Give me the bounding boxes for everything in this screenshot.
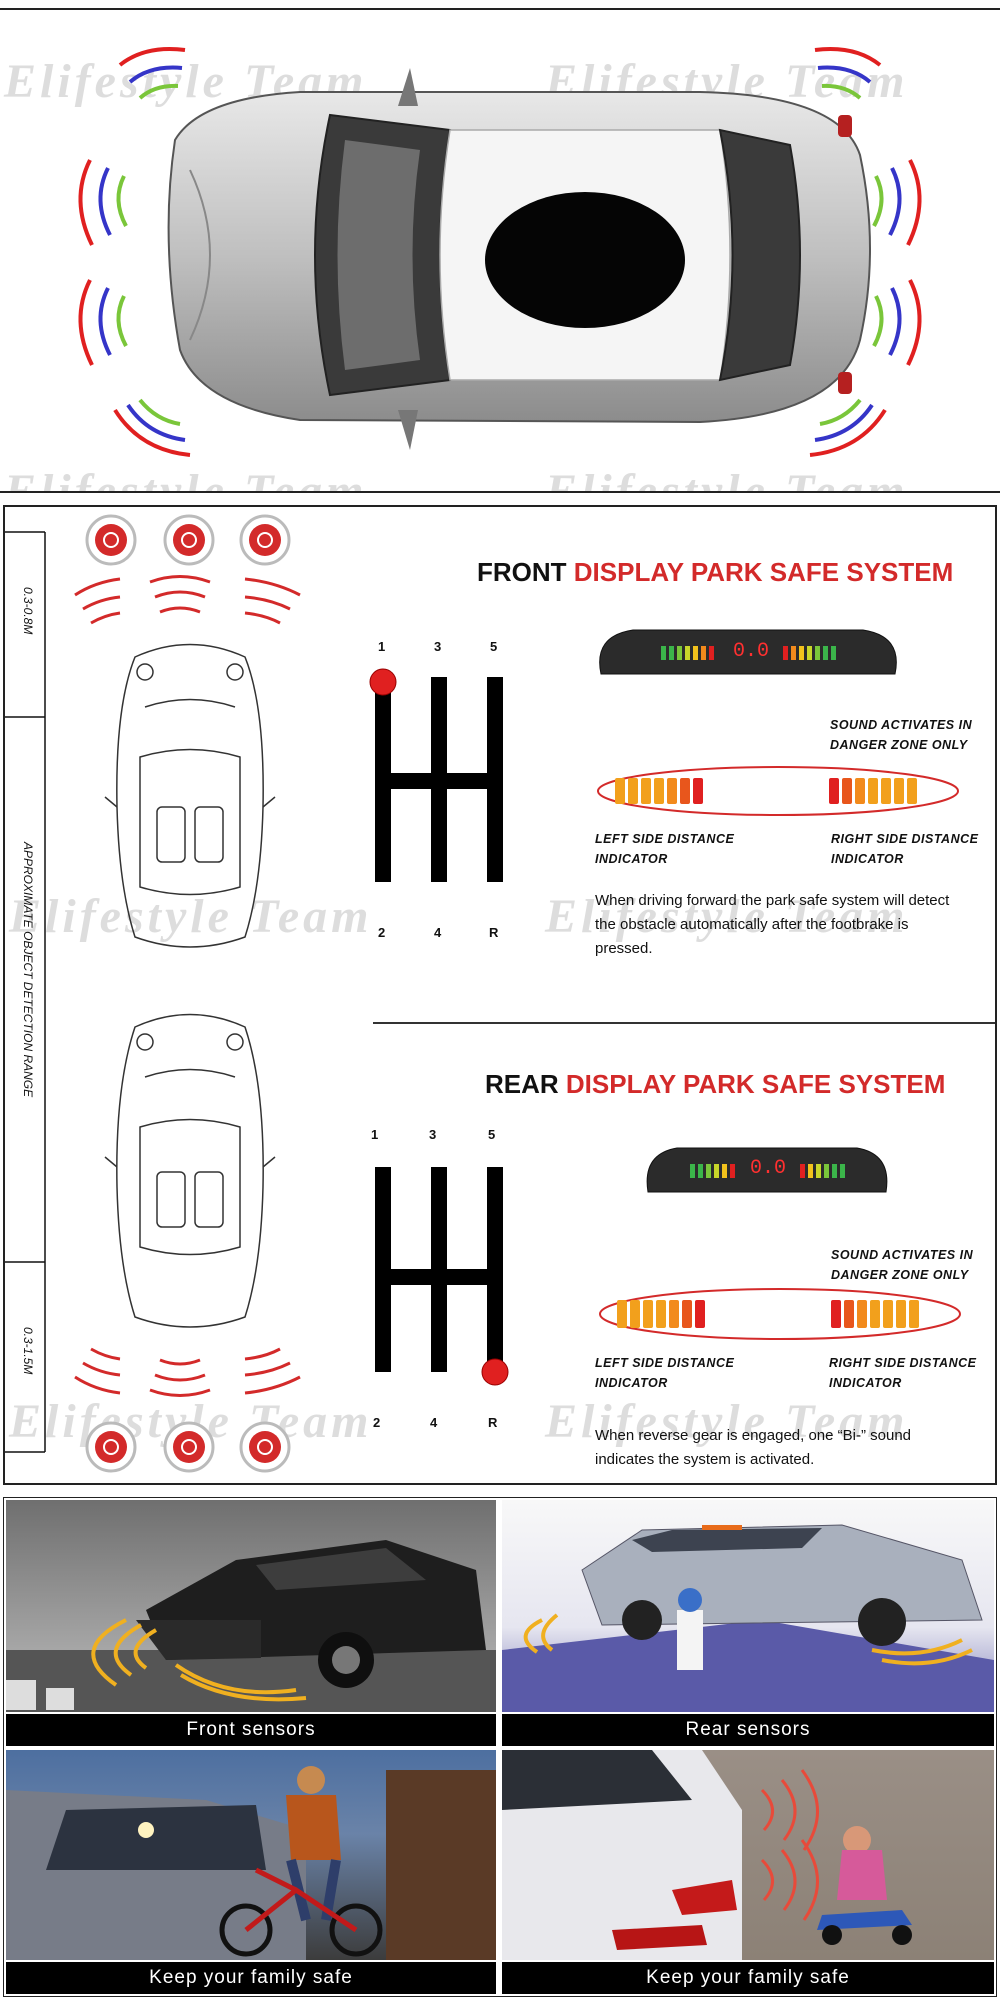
rear-title-prefix: REAR bbox=[485, 1069, 559, 1099]
rear-right-indicator-label: RIGHT SIDE DISTANCE INDICATOR bbox=[829, 1356, 977, 1390]
car-outline-diagram bbox=[74, 514, 301, 1473]
watermark: Elifestyle Team bbox=[545, 465, 909, 493]
rear-system-title: REAR DISPLAY PARK SAFE SYSTEM bbox=[485, 1069, 945, 1100]
car-top-view-illustration bbox=[78, 47, 922, 457]
gear-label: 3 bbox=[429, 1127, 437, 1142]
gear-label: R bbox=[489, 925, 499, 940]
gear-label: 2 bbox=[373, 1415, 381, 1430]
watermark: Elifestyle Team bbox=[545, 890, 909, 943]
front-distance-indicator bbox=[597, 766, 959, 816]
front-sensors-photo bbox=[6, 1500, 496, 1712]
front-sensors-caption: Front sensors bbox=[6, 1714, 496, 1746]
front-sensor-icons bbox=[85, 514, 291, 566]
park-safe-diagram-panel: Elifestyle Team Elifestyle Team Elifesty… bbox=[3, 505, 997, 1485]
rear-sensors-caption: Rear sensors bbox=[502, 1714, 994, 1746]
front-right-indicator-label: RIGHT SIDE DISTANCE INDICATOR bbox=[831, 832, 979, 866]
gear-label: 1 bbox=[378, 639, 386, 654]
front-display-unit bbox=[599, 629, 897, 675]
rear-display-unit bbox=[646, 1147, 888, 1193]
photo-grid-panel: Front sensors Rear sensors bbox=[3, 1497, 997, 1997]
rear-description: When reverse gear is engaged, one “Bi-” … bbox=[595, 1427, 912, 1468]
child-bike-photo bbox=[6, 1750, 496, 1960]
rear-sound-note: SOUND ACTIVATES IN DANGER ZONE ONLY bbox=[831, 1248, 974, 1282]
rear-distance-indicator bbox=[599, 1288, 961, 1340]
child-behind-car-photo bbox=[502, 1750, 994, 1960]
rear-title-main: DISPLAY PARK SAFE SYSTEM bbox=[565, 1069, 946, 1099]
rear-left-indicator-label: LEFT SIDE DISTANCE INDICATOR bbox=[595, 1356, 735, 1390]
gear-label: 1 bbox=[371, 1127, 379, 1142]
rear-display-reading: 0.0 bbox=[749, 1157, 786, 1180]
watermark: Elifestyle Team bbox=[9, 890, 373, 943]
gear-label: 3 bbox=[434, 639, 442, 654]
front-sound-note: SOUND ACTIVATES IN DANGER ZONE ONLY bbox=[830, 718, 973, 752]
watermark: Elifestyle Team bbox=[4, 465, 368, 493]
gear-label: 4 bbox=[434, 925, 442, 940]
front-title-main: DISPLAY PARK SAFE SYSTEM bbox=[573, 557, 954, 587]
detection-range-label: APPROXIMATE OBJECT DETECTION RANGE bbox=[21, 842, 35, 1098]
front-display-reading: 0.0 bbox=[732, 640, 769, 663]
front-system-title: FRONT DISPLAY PARK SAFE SYSTEM bbox=[477, 557, 953, 588]
front-description: When driving forward the park safe syste… bbox=[595, 892, 950, 957]
front-title-prefix: FRONT bbox=[477, 557, 567, 587]
family-safe-caption-right: Keep your family safe bbox=[502, 1962, 994, 1994]
front-gear-shift-diagram bbox=[369, 668, 503, 882]
gear-label: 4 bbox=[430, 1415, 438, 1430]
rear-range-label: 0.3-1.5M bbox=[21, 1327, 35, 1375]
rear-sensor-icons bbox=[85, 1421, 291, 1473]
gear-label: 5 bbox=[490, 639, 498, 654]
gear-label: 5 bbox=[488, 1127, 496, 1142]
section-divider bbox=[373, 1022, 995, 1024]
range-bracket bbox=[5, 531, 46, 1453]
front-left-indicator-label: LEFT SIDE DISTANCE INDICATOR bbox=[595, 832, 735, 866]
family-safe-caption-left: Keep your family safe bbox=[6, 1962, 496, 1994]
gear-label: 2 bbox=[378, 925, 386, 940]
gear-label: R bbox=[488, 1415, 498, 1430]
watermark: Elifestyle Team bbox=[545, 1395, 909, 1448]
rear-gear-shift-diagram bbox=[375, 1167, 509, 1386]
rear-sensors-photo bbox=[502, 1500, 994, 1712]
front-range-label: 0.3-0.8M bbox=[21, 587, 35, 635]
top-view-panel: Elifestyle Team Elifestyle Team Elifesty… bbox=[0, 8, 1000, 493]
